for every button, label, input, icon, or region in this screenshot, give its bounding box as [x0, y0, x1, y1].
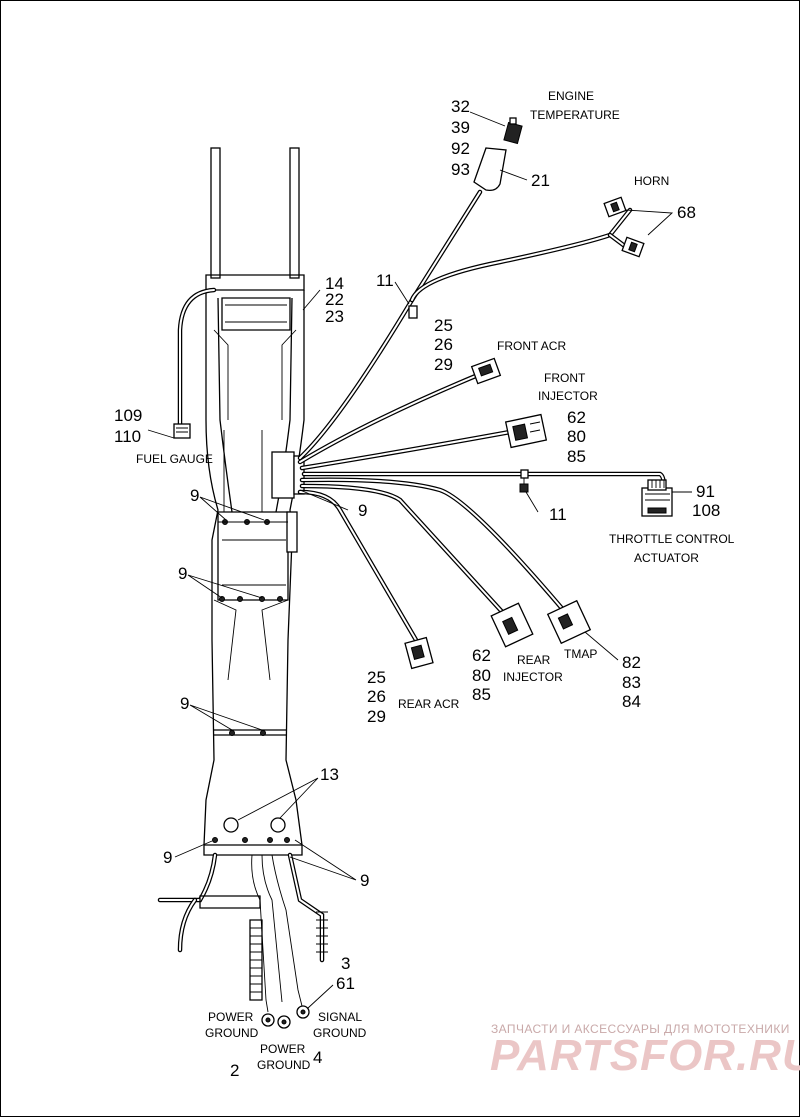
callout-2: 2 [230, 1061, 239, 1080]
callout-25-rear: 25 [367, 668, 386, 687]
callout-62-rear: 62 [472, 646, 491, 665]
callout-93: 93 [451, 160, 470, 179]
rear-acr-connector [404, 636, 434, 670]
clip-11-upper [408, 305, 418, 319]
callout-85-front: 85 [567, 447, 586, 466]
label-horn: HORN [634, 174, 669, 188]
label-rear: REAR [517, 653, 551, 667]
callout-9-f: 9 [360, 871, 369, 890]
callout-9-d: 9 [180, 694, 189, 713]
horn-connector-lower [621, 236, 645, 258]
label-power-ground-b-1: POWER [260, 1042, 306, 1056]
callout-84: 84 [622, 692, 641, 711]
callout-14: 14 [325, 274, 344, 293]
callout-25-front: 25 [434, 316, 453, 335]
callout-83: 83 [622, 673, 641, 692]
frame-hole-left [223, 817, 239, 833]
callout-80-front: 80 [567, 427, 586, 446]
fuel-gauge-connector [173, 423, 191, 439]
ground-leads [157, 852, 328, 1029]
callout-3: 3 [341, 954, 350, 973]
label-front-injector: INJECTOR [538, 389, 598, 403]
callout-9-b: 9 [358, 501, 367, 520]
label-throttle-control: THROTTLE CONTROL [609, 532, 735, 546]
engine-temp-sensor [503, 117, 523, 145]
callout-80-rear: 80 [472, 666, 491, 685]
label-power-ground-b-2: GROUND [257, 1058, 311, 1072]
label-signal: SIGNAL [318, 1010, 362, 1024]
connectors [404, 117, 673, 670]
callout-91: 91 [696, 482, 715, 501]
label-engine: ENGINE [548, 89, 594, 103]
callout-29-front: 29 [434, 355, 453, 374]
callout-29-rear: 29 [367, 707, 386, 726]
rear-injector-connector [490, 602, 534, 648]
front-acr-connector [470, 357, 502, 385]
label-actuator: ACTUATOR [634, 551, 699, 565]
callout-39: 39 [451, 118, 470, 137]
callout-9-c: 9 [178, 564, 187, 583]
label-fuel-gauge: FUEL GAUGE [136, 452, 213, 466]
clip-11-lower [519, 483, 529, 493]
callout-9-e: 9 [163, 848, 172, 867]
callout-26-front: 26 [434, 335, 453, 354]
callout-82: 82 [622, 653, 641, 672]
callout-26-rear: 26 [367, 687, 386, 706]
label-temperature: TEMPERATURE [530, 108, 620, 122]
front-injector-connector [504, 413, 548, 449]
callout-62-front: 62 [567, 408, 586, 427]
top-bracket [205, 274, 305, 291]
right-frame-post [289, 147, 300, 279]
tmap-connector [546, 599, 592, 645]
label-power-ground-a-1: POWER [208, 1010, 254, 1024]
watermark: ЗАПЧАСТИ И АКСЕССУАРЫ ДЛЯ МОТОТЕХНИКИ PA… [490, 1022, 800, 1080]
left-frame-post [210, 147, 221, 279]
label-front: FRONT [544, 371, 586, 385]
callout-11-upper: 11 [376, 271, 394, 290]
label-signal-ground: GROUND [313, 1026, 367, 1040]
harness-junction-block [271, 451, 295, 499]
callout-13: 13 [320, 765, 339, 784]
callout-110: 110 [114, 427, 141, 446]
engine-temp-sensor-boot [473, 147, 507, 192]
label-rear-injector: INJECTOR [503, 670, 563, 684]
upper-crossmember [221, 297, 291, 331]
watermark-brand: PARTSFOR.RU [490, 1031, 800, 1080]
callout-109: 109 [114, 406, 142, 425]
horn-connector-upper [603, 196, 627, 218]
component-labels: ENGINE TEMPERATURE HORN FRONT ACR FRONT … [136, 89, 735, 1072]
callout-11-lower: 11 [549, 505, 567, 524]
callout-32: 32 [451, 97, 470, 116]
label-power-ground-a-2: GROUND [205, 1026, 259, 1040]
callout-23: 23 [325, 307, 344, 326]
label-rear-acr: REAR ACR [398, 697, 460, 711]
callout-numbers: 32 39 92 93 21 68 11 14 22 23 25 26 29 6… [114, 97, 720, 1080]
callout-68: 68 [677, 203, 696, 222]
callout-85-rear: 85 [472, 685, 491, 704]
callout-9-a: 9 [190, 486, 199, 505]
callout-61: 61 [336, 974, 355, 993]
callout-108: 108 [692, 501, 720, 520]
callout-4: 4 [313, 1048, 322, 1067]
leader-lines [147, 111, 692, 1009]
callout-92: 92 [451, 139, 470, 158]
main-harness [271, 189, 667, 643]
watermark-tagline: ЗАПЧАСТИ И АКСЕССУАРЫ ДЛЯ МОТОТЕХНИКИ [491, 1022, 790, 1036]
label-tmap: TMAP [564, 647, 597, 661]
label-front-acr: FRONT ACR [497, 339, 566, 353]
callout-21: 21 [531, 171, 550, 190]
callout-22: 22 [325, 290, 344, 309]
frame-hole-right [270, 817, 286, 833]
throttle-control-actuator-connector [641, 479, 673, 517]
